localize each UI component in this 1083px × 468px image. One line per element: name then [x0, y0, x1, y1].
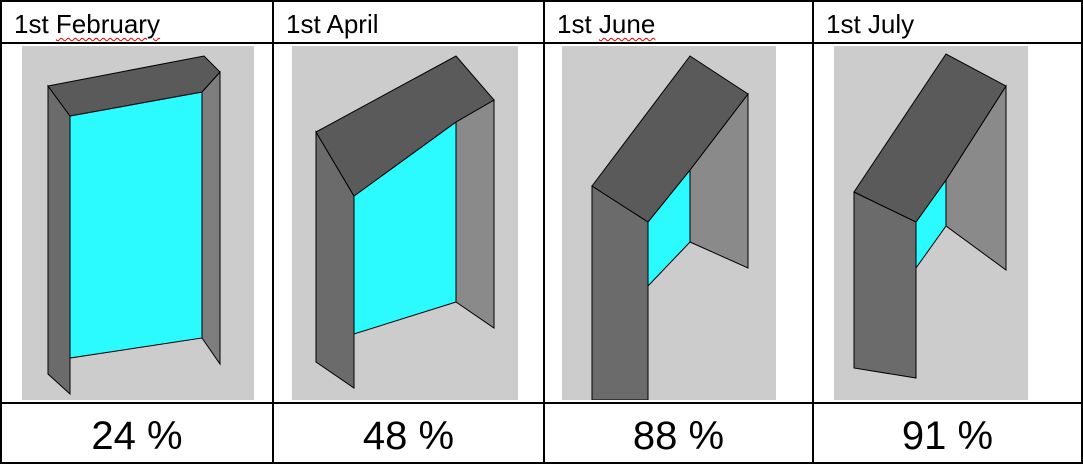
border-left: [0, 0, 2, 464]
column-divider-1: [272, 0, 274, 464]
value-cell-1: 24 %: [91, 414, 183, 458]
date-prefix: 1st: [557, 9, 592, 39]
date-prefix: 1st: [286, 9, 321, 39]
window-diagram-july: [834, 46, 1028, 400]
lintel: [47, 55, 221, 117]
date-word: April: [326, 9, 379, 39]
date-word: June: [598, 9, 656, 39]
border-bottom: [0, 462, 1083, 464]
value-divider: [0, 402, 1083, 404]
border-right: [1081, 0, 1083, 464]
glass-pane: [69, 91, 203, 359]
header-cell-4: 1st July: [814, 2, 1083, 42]
value-cell-4: 91 %: [901, 414, 994, 458]
date-word: July: [867, 9, 915, 39]
lintel: [315, 55, 495, 197]
header-divider: [0, 42, 1083, 44]
lintel: [591, 55, 749, 223]
date-prefix: 1st: [14, 9, 49, 39]
column-divider-2: [543, 0, 545, 464]
left-jamb: [47, 84, 71, 396]
header-cell-2: 1st April: [274, 2, 555, 42]
window-diagram-february: [22, 46, 254, 400]
lintel: [853, 53, 1007, 223]
date-word: February: [55, 9, 160, 39]
right-jamb: [455, 99, 495, 329]
window-diagram-april: [292, 46, 518, 400]
left-jamb: [853, 191, 917, 379]
window-diagram-june: [562, 46, 776, 400]
border-top: [0, 0, 1083, 2]
date-prefix: 1st: [826, 9, 861, 39]
right-jamb: [201, 70, 221, 366]
header-cell-1: 1st February: [2, 2, 284, 42]
value-cell-3: 88 %: [632, 414, 725, 458]
column-divider-3: [812, 0, 814, 464]
value-cell-2: 48 %: [362, 414, 455, 458]
left-jamb: [591, 185, 649, 400]
header-cell-3: 1st June: [545, 2, 824, 42]
